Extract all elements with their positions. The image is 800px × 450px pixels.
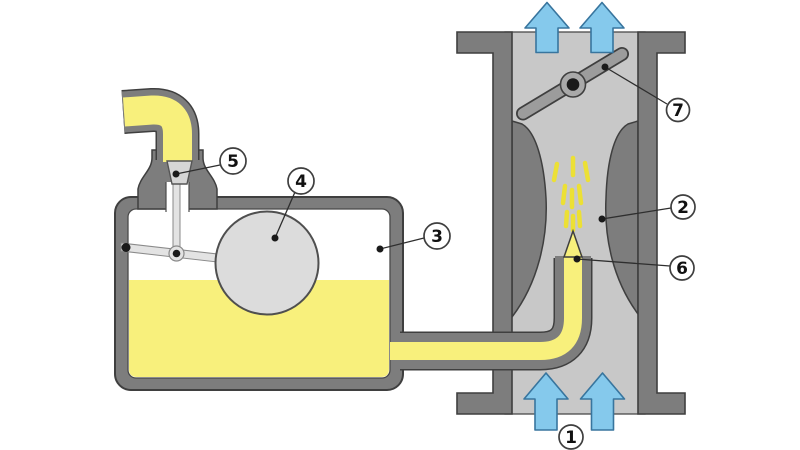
leader-line-2 — [601, 207, 672, 220]
spray-dash — [551, 161, 560, 183]
outlet-pipe-fuel — [390, 253, 582, 360]
callout-7-label: 7 — [672, 101, 684, 121]
callout-6-circle — [669, 255, 695, 281]
fuel-spray — [551, 155, 591, 233]
venturi-right-wall-flange — [637, 31, 686, 415]
callout-6-label: 6 — [676, 259, 688, 279]
venturi-left-wall-flange — [456, 31, 513, 415]
venturi-left-block — [511, 119, 547, 320]
leader-line-3 — [379, 237, 425, 250]
spray-dash — [576, 183, 584, 206]
callout-2-circle — [670, 194, 696, 220]
throttle-shaft-dot — [566, 78, 580, 91]
leader-dot-5 — [172, 170, 180, 178]
spray-dash — [582, 160, 591, 183]
spray-dash — [560, 183, 568, 206]
air-outlet-arrow-left — [524, 1, 570, 54]
venturi-right-block — [604, 119, 639, 317]
fuel-outlet-pipe — [390, 228, 593, 371]
needle-valve-rod — [172, 183, 181, 255]
lever-wall-pivot-dot — [121, 243, 131, 252]
leader-dot-6 — [573, 255, 581, 263]
callout-2-label: 2 — [677, 198, 689, 218]
leader-line-4 — [274, 191, 296, 239]
venturi-tube — [390, 1, 686, 431]
needle-valve-plug — [166, 160, 193, 185]
callout-4-label: 4 — [295, 172, 307, 192]
leader-line-5 — [175, 164, 221, 175]
spray-dash — [563, 209, 570, 229]
callout-3-label: 3 — [431, 227, 443, 247]
leader-line-7 — [604, 66, 668, 105]
fuel-level — [129, 280, 389, 377]
leader-line-6 — [576, 258, 671, 267]
valve-funnel-edges — [165, 182, 190, 212]
leader-dot-4 — [271, 234, 279, 242]
callout-7-circle — [665, 97, 691, 123]
callout-5-label: 5 — [227, 152, 239, 172]
fuel-inlet-pipe — [121, 88, 200, 162]
lever-joint-dot — [172, 249, 181, 258]
callout-3-circle — [423, 222, 451, 250]
spray-dash — [576, 209, 583, 229]
callouts: 1 2 3 4 5 6 7 — [172, 63, 696, 450]
callout-5-circle — [219, 147, 247, 175]
air-outlet-arrow-right — [579, 1, 625, 54]
callout-4-circle — [287, 167, 315, 195]
callout-1-circle — [558, 424, 584, 450]
leader-dot-3 — [376, 245, 384, 253]
air-inlet-arrow-left — [523, 372, 569, 431]
float-chamber — [114, 88, 404, 391]
leader-dot-7 — [601, 63, 609, 71]
callout-1-label: 1 — [565, 428, 577, 448]
leader-dot-2 — [598, 215, 606, 223]
air-inlet-arrow-right — [579, 372, 626, 431]
float — [214, 210, 320, 316]
inlet-pipe-fuel — [122, 95, 192, 162]
fuel-nozzle-tip — [562, 228, 584, 258]
